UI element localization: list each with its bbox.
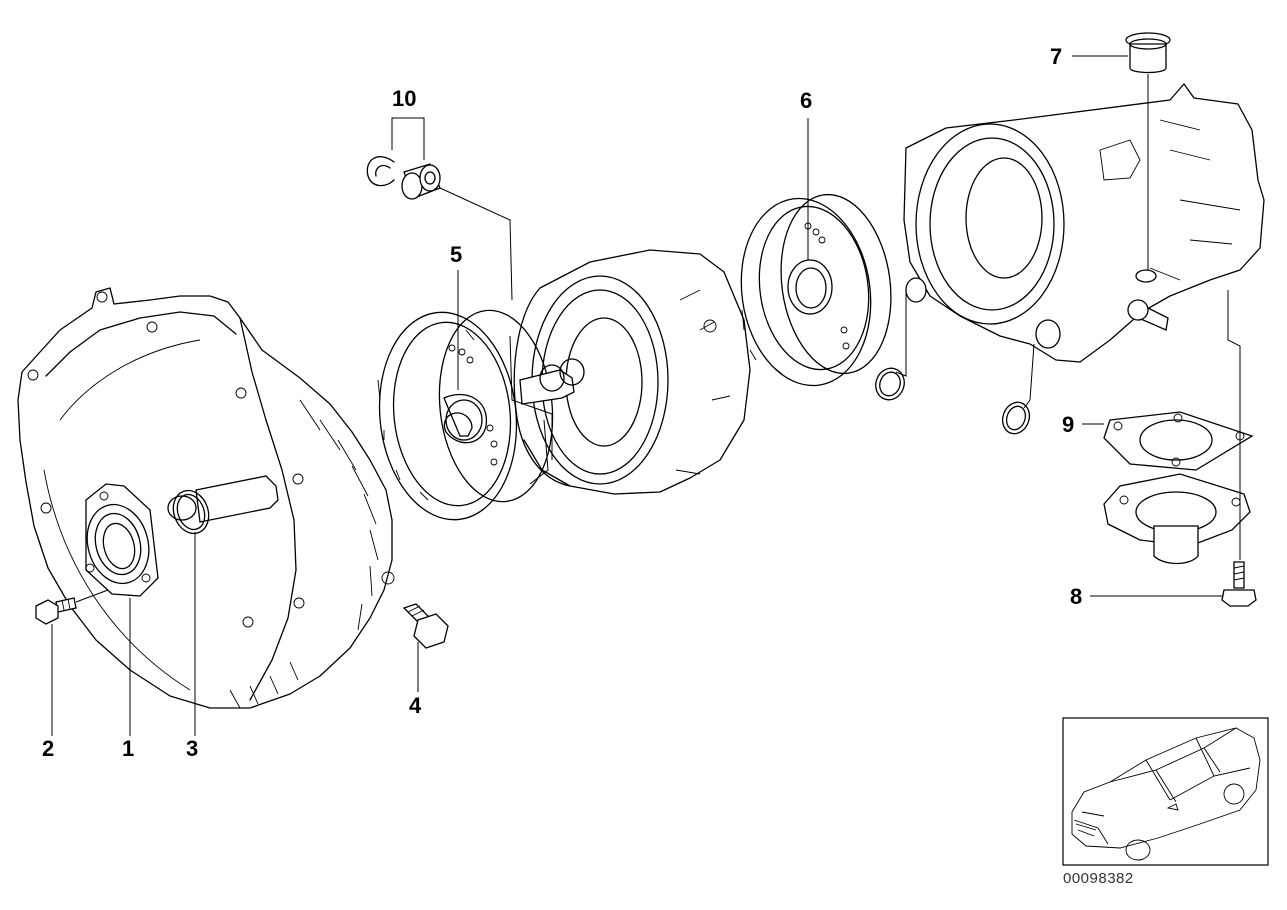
part-10-circlip — [366, 156, 395, 187]
part-9-gasket — [1103, 411, 1254, 471]
callout-2: 2 — [42, 736, 54, 761]
part-8-bolt — [1221, 561, 1257, 607]
callout-1: 1 — [122, 736, 134, 761]
part-1-radial-seal-flange — [85, 483, 159, 597]
leader-lines — [51, 55, 1241, 736]
vehicle-thumbnail — [1062, 717, 1269, 866]
o-ring-case — [1001, 401, 1031, 435]
callout-5: 5 — [450, 242, 462, 267]
callout-10: 10 — [392, 86, 416, 111]
diagram-reference-number: 00098382 — [1063, 870, 1134, 887]
callout-3: 3 — [186, 736, 198, 761]
callout-7: 7 — [1050, 44, 1062, 69]
transmission-case — [903, 83, 1265, 363]
callout-8: 8 — [1070, 584, 1082, 609]
part-2-bolt — [35, 597, 77, 625]
part-7-sleeve — [1125, 32, 1171, 74]
part-4-screw-plug — [402, 603, 449, 649]
part-6-gasket-with-seal — [740, 193, 892, 387]
callout-9: 9 — [1062, 412, 1074, 437]
part-10-bearing — [401, 163, 441, 200]
part-3-o-ring — [167, 475, 279, 535]
o-ring-small — [875, 367, 905, 401]
callout-4: 4 — [409, 693, 422, 718]
cover-plate — [1103, 473, 1251, 565]
callout-6: 6 — [800, 88, 812, 113]
pump-housing — [513, 249, 751, 495]
part-5-intermediate-plate — [377, 309, 554, 521]
